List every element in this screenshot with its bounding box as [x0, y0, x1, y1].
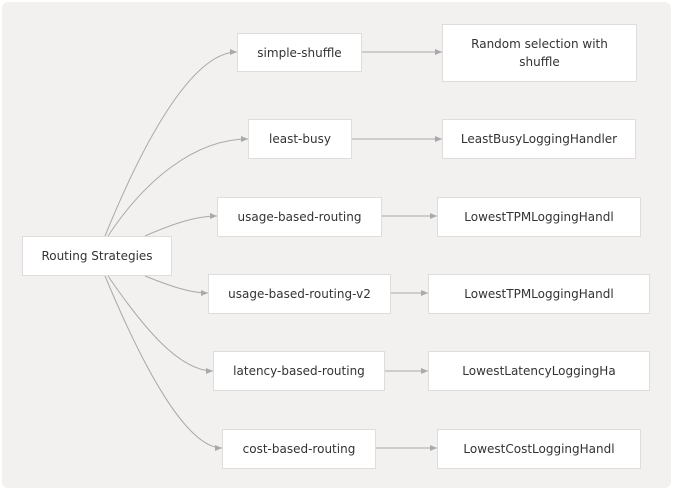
- handler-node-random-selection[interactable]: Random selection with shuffle: [442, 24, 637, 82]
- edge-root-usage-based: [144, 213, 218, 237]
- handler-node-lowest-cost[interactable]: LowestCostLoggingHandl: [437, 429, 641, 469]
- handler-node-lowest-latency[interactable]: LowestLatencyLoggingHa: [428, 351, 650, 391]
- edge-root-least-busy: [107, 136, 249, 237]
- strategy-node-usage-based-routing-v2[interactable]: usage-based-routing-v2: [208, 274, 391, 314]
- strategy-node-usage-based-routing[interactable]: usage-based-routing: [217, 197, 382, 237]
- handler-node-least-busy[interactable]: LeastBusyLoggingHandler: [442, 119, 636, 159]
- strategy-node-simple-shuffle[interactable]: simple-shuffle: [237, 33, 362, 72]
- strategy-label: cost-based-routing: [242, 442, 356, 456]
- strategy-node-least-busy[interactable]: least-busy: [248, 119, 352, 159]
- handler-label: Random selection with shuffle: [471, 37, 608, 69]
- handler-node-lowest-tpm-v2[interactable]: LowestTPMLoggingHandl: [428, 274, 650, 314]
- edge-root-cost-based: [104, 275, 223, 451]
- strategy-node-latency-based-routing[interactable]: latency-based-routing: [213, 351, 385, 391]
- handler-label: LowestTPMLoggingHandl: [464, 210, 614, 224]
- handler-label: LeastBusyLoggingHandler: [460, 132, 618, 146]
- strategy-label: least-busy: [269, 132, 331, 146]
- strategy-label: usage-based-routing: [237, 210, 362, 224]
- strategy-label: usage-based-routing-v2: [228, 287, 371, 301]
- strategy-label: latency-based-routing: [233, 364, 365, 378]
- handler-label: LowestCostLoggingHandl: [463, 442, 615, 456]
- routing-strategies-node[interactable]: Routing Strategies: [22, 236, 172, 276]
- strategy-label: simple-shuffle: [257, 45, 342, 60]
- edge-root-usage-based-v2: [144, 275, 209, 296]
- handler-node-lowest-tpm[interactable]: LowestTPMLoggingHandl: [437, 197, 641, 237]
- strategy-node-cost-based-routing[interactable]: cost-based-routing: [222, 429, 376, 469]
- edge-root-latency-based: [107, 275, 214, 374]
- routing-strategies-label: Routing Strategies: [41, 249, 153, 263]
- handler-label: LowestLatencyLoggingHa: [462, 364, 616, 378]
- handler-label: LowestTPMLoggingHandl: [464, 287, 614, 301]
- edge-root-simple-shuffle: [104, 49, 238, 237]
